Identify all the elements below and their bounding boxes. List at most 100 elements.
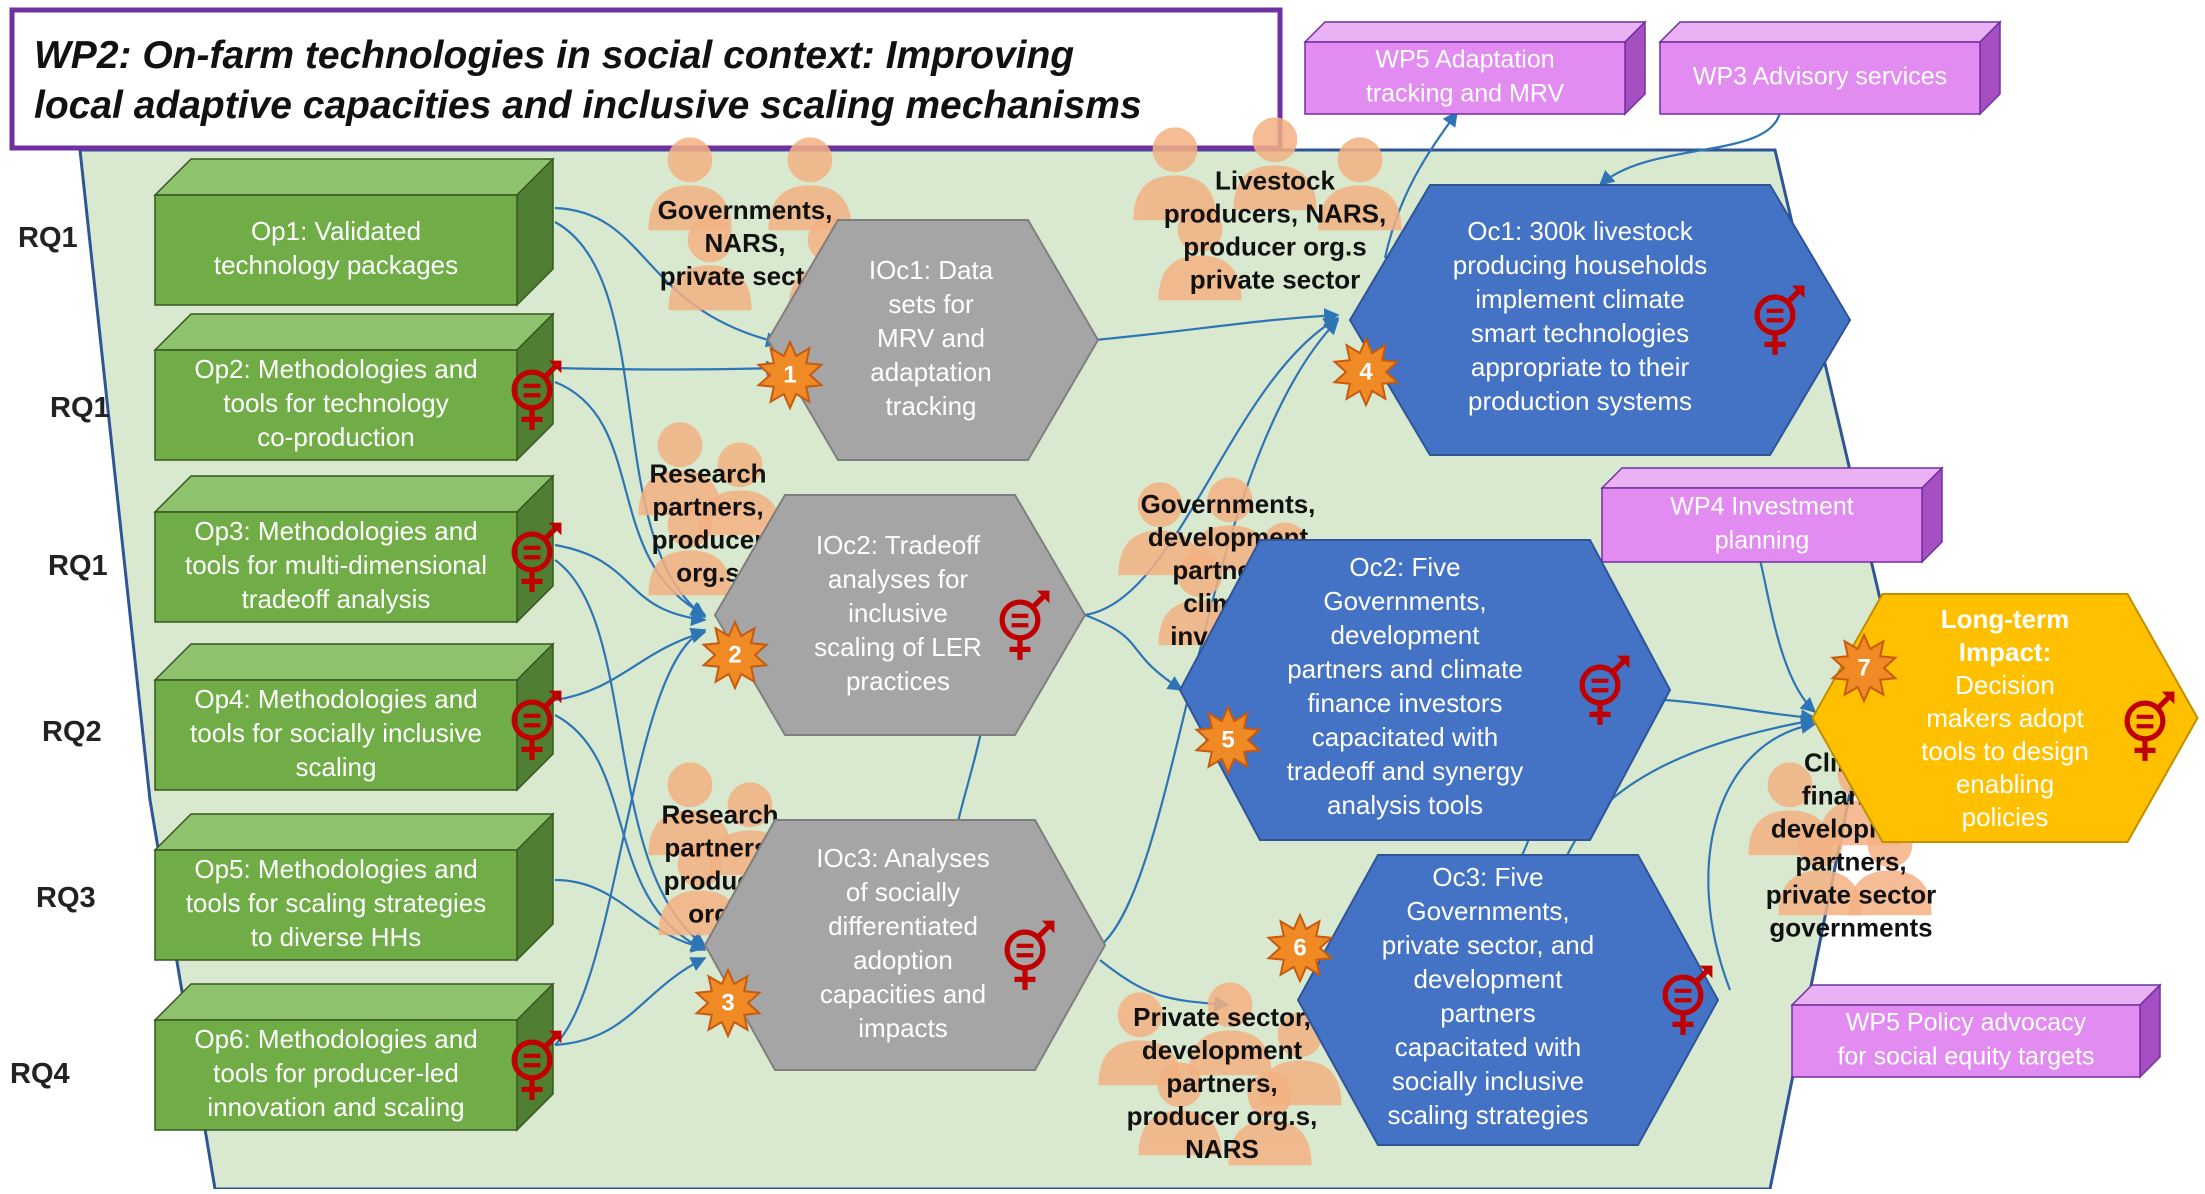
outcome: Oc1: 300k livestock producing households i…	[1332, 184, 1852, 456]
impact-text: makers adopt	[1926, 703, 2084, 733]
impact-heading: Long-term	[1941, 604, 2070, 634]
outcome-text: partners	[1440, 998, 1535, 1028]
rq-label: RQ4	[10, 1058, 70, 1090]
gender-equality-icon	[511, 360, 562, 430]
flow-arrow	[1707, 718, 1817, 991]
step-number-star-icon	[756, 339, 824, 411]
impact-text: policies	[1962, 802, 2049, 832]
title-line-2: local adaptive capacities and inclusive …	[34, 84, 1142, 127]
gender-equality-icon	[511, 1030, 562, 1100]
outcome-text: Oc1: 300k livestock	[1467, 216, 1693, 246]
stakeholder-text: producers, NARS,	[1164, 198, 1387, 228]
step-number-star-icon	[701, 619, 769, 691]
flow-arrow	[554, 628, 707, 1046]
work-package-text: planning	[1715, 527, 1810, 555]
intermediate-outcome-text: inclusive	[848, 598, 948, 628]
output-box: Op6: Methodologies and tools for producer…	[153, 982, 562, 1132]
intermediate-outcome-text: adaptation	[870, 357, 991, 387]
outcome-text: implement climate	[1475, 284, 1685, 314]
intermediate-outcome-text: IOc2: Tradeoff	[816, 530, 981, 560]
stakeholder-text: Livestock	[1215, 165, 1335, 195]
stakeholder-text: producer org.s	[1183, 231, 1366, 261]
step-number: 7	[1857, 654, 1870, 681]
outcome-text: private sector, and	[1382, 930, 1594, 960]
outcome-text: production systems	[1468, 386, 1692, 416]
output-text: co-production	[257, 422, 415, 452]
outcome-text: analysis tools	[1327, 790, 1483, 820]
output-text: to diverse HHs	[251, 922, 422, 952]
stakeholder-text: producer org.s,	[1127, 1101, 1318, 1131]
stakeholder-text: org.s	[676, 557, 740, 587]
stakeholder-text: governments	[1769, 912, 1932, 942]
intermediate-outcome-text: of socially	[846, 877, 960, 907]
outcome-text: appropriate to their	[1471, 352, 1690, 382]
step-number: 1	[783, 361, 796, 388]
step-number-star-icon	[1830, 632, 1898, 704]
output-text: Op1: Validated	[251, 216, 421, 246]
flow-arrow	[1094, 308, 1340, 342]
rq-label: RQ3	[36, 882, 96, 914]
step-number: 6	[1293, 934, 1306, 961]
flow-arrow	[554, 878, 707, 953]
outcome-text: socially inclusive	[1392, 1066, 1584, 1096]
step-number: 4	[1359, 358, 1373, 385]
work-packages-layer: WP5 Adaptation tracking and MRV WP3 Adviso…	[1303, 20, 2162, 1079]
outcome-text: producing households	[1453, 250, 1707, 280]
stakeholder-text: private sector	[1766, 879, 1937, 909]
gender-equality-icon	[511, 690, 562, 760]
stakeholder-text: NARS	[1185, 1134, 1259, 1164]
rq-label: RQ1	[18, 222, 78, 254]
outcome: Oc2: FiveGovernments,developmentpartners…	[1178, 539, 1672, 841]
flow-arrow	[1084, 317, 1340, 617]
outcome-text: Oc3: Five	[1432, 862, 1543, 892]
gender-equality-icon	[1004, 920, 1055, 990]
step-number-star-icon	[1266, 912, 1334, 984]
output-text: Op6: Methodologies and	[194, 1024, 477, 1054]
work-package-text: WP5 Adaptation	[1375, 46, 1554, 74]
outcome-text: development	[1414, 964, 1564, 994]
output-text: Op2: Methodologies and	[194, 354, 477, 384]
intermediate-outcome-text: adoption	[853, 945, 953, 975]
intermediate-outcome-text: sets for	[888, 289, 974, 319]
step-number: 3	[721, 989, 734, 1016]
intermediate-outcome-text: analyses for	[828, 564, 969, 594]
intermediate-outcome-text: impacts	[858, 1013, 948, 1043]
output-text: technology packages	[214, 250, 458, 280]
work-package-box: WP3 Advisory services	[1658, 20, 2002, 116]
output-text: tools for scaling strategies	[186, 888, 487, 918]
outcome-text: smart technologies	[1471, 318, 1689, 348]
output-text: tools for producer-led	[213, 1058, 459, 1088]
step-number: 2	[728, 641, 741, 668]
step-number-star-icon	[1194, 704, 1262, 776]
outcome-text: Oc2: Five	[1349, 552, 1460, 582]
output-text: Op4: Methodologies and	[194, 684, 477, 714]
rq-label: RQ1	[48, 550, 108, 582]
work-package-text: tracking and MRV	[1366, 80, 1565, 108]
stakeholder-text: partners,	[1795, 846, 1906, 876]
outcome-text: capacitated with	[1312, 722, 1498, 752]
outcome-text: Governments,	[1323, 586, 1486, 616]
output-text: tradeoff analysis	[242, 584, 431, 614]
flow-arrow	[1664, 698, 1817, 725]
flow-arrow	[1383, 110, 1458, 259]
gender-equality-icon	[1579, 655, 1630, 725]
step-number-star-icon	[1332, 336, 1400, 408]
outcome-text: development	[1331, 620, 1481, 650]
flow-arrow	[554, 957, 707, 1047]
work-package-text: WP5 Policy advocacy	[1846, 1009, 2087, 1037]
intermediate-outcome-text: IOc3: Analyses	[816, 843, 989, 873]
impact-text: Decision	[1955, 670, 2055, 700]
outcome-text: scaling strategies	[1388, 1100, 1589, 1130]
output-text: innovation and scaling	[207, 1092, 464, 1122]
work-package-text: for social equity targets	[1837, 1043, 2094, 1071]
